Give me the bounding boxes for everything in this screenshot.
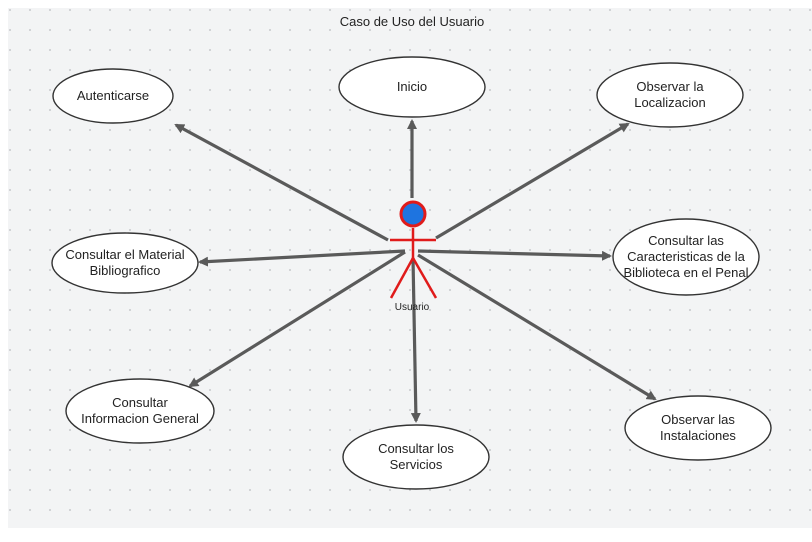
- use-case-autenticarse[interactable]: Autenticarse: [52, 68, 174, 124]
- use-case-label: Caracteristicas de la: [627, 249, 746, 264]
- actor-right-leg: [411, 257, 438, 299]
- association-arrows: [174, 119, 657, 423]
- use-case-ellipse: [51, 232, 199, 294]
- actor-head: [399, 200, 427, 228]
- use-case-ellipse: [65, 378, 215, 444]
- use-cases: Autenticarse Inicio Observar laLocalizacio…: [51, 56, 772, 490]
- arrow-to-consultar-caracteristicas: [417, 249, 612, 261]
- use-case-label: Instalaciones: [660, 428, 736, 443]
- arrow-to-consultar-material: [198, 249, 406, 267]
- arrow-to-consultar-informacion: [188, 250, 406, 388]
- use-case-ellipse: [612, 218, 760, 296]
- use-case-label: Consultar el Material: [65, 247, 184, 262]
- use-case-ellipse: [624, 395, 772, 461]
- actor-label: Usuario: [395, 302, 430, 313]
- arrow-to-autenticarse: [174, 123, 389, 242]
- arrow-to-observar-localizacion: [435, 122, 630, 240]
- use-case-ellipse: [52, 68, 174, 124]
- use-case-label: Consultar los: [378, 441, 454, 456]
- use-case-inicio[interactable]: Inicio: [338, 56, 486, 118]
- use-case-label: Informacion General: [81, 411, 199, 426]
- use-case-label: Autenticarse: [77, 88, 149, 103]
- use-case-label: Consultar: [112, 395, 168, 410]
- use-case-label: Observar las: [661, 412, 735, 427]
- use-case-label: Biblioteca en el Penal: [623, 265, 748, 280]
- use-case-label: Observar la: [636, 79, 704, 94]
- actor-usuario[interactable]: Usuario: [389, 200, 438, 313]
- arrow-to-observar-instalaciones: [417, 253, 657, 401]
- use-case-label: Inicio: [397, 79, 427, 94]
- use-case-ellipse: [338, 56, 486, 118]
- use-case-ellipse: [596, 62, 744, 128]
- actor-left-leg: [389, 257, 415, 299]
- use-case-label: Consultar las: [648, 233, 724, 248]
- use-case-label: Localizacion: [634, 95, 706, 110]
- use-case-label: Servicios: [390, 457, 443, 472]
- arrow-to-consultar-servicios: [410, 257, 421, 423]
- use-case-label: Bibliografico: [90, 263, 161, 278]
- diagram-title: Caso de Uso del Usuario: [340, 14, 485, 29]
- use-case-ellipse: [342, 424, 490, 490]
